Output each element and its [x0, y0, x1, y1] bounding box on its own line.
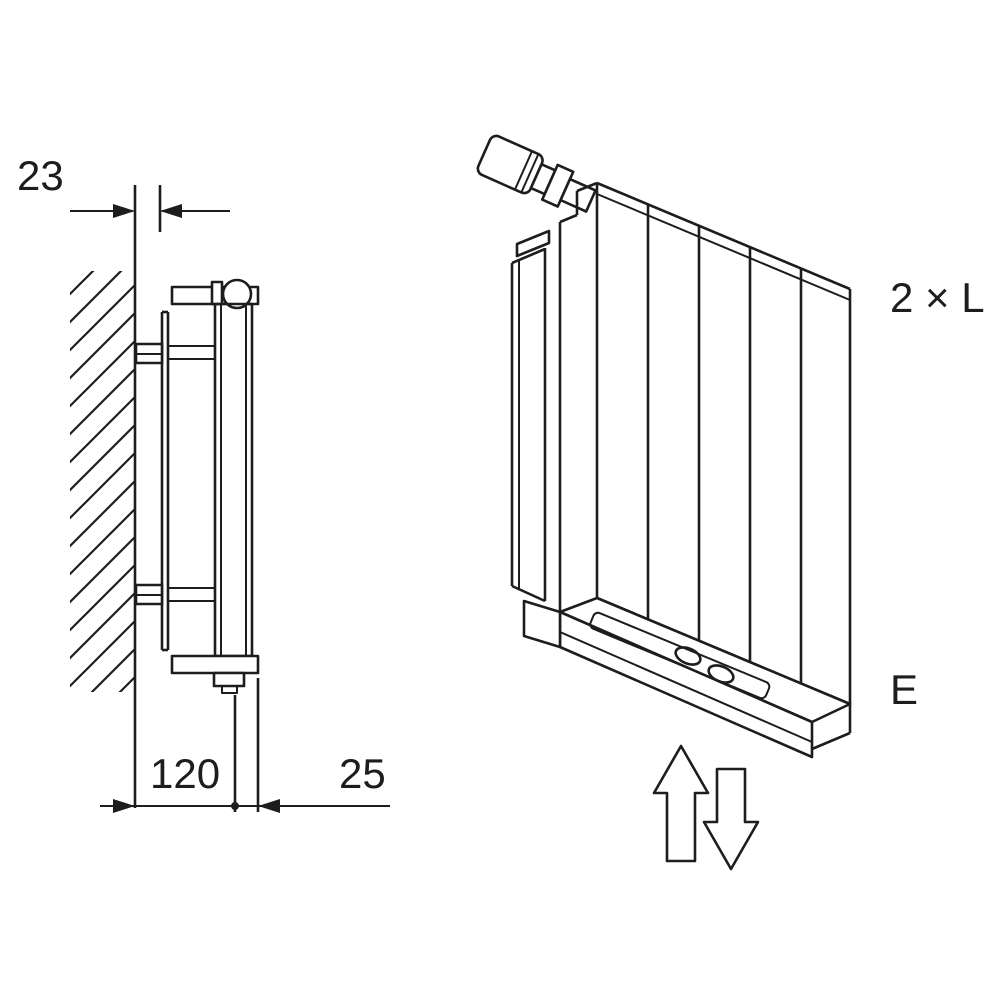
- drain-nub: [221, 685, 238, 694]
- collector-column: [510, 229, 551, 603]
- label-length: 2 × L: [890, 274, 985, 321]
- lower-bracket-arm: [167, 587, 216, 602]
- bottom-foot: [212, 671, 246, 688]
- dim-25-label: 25: [339, 750, 386, 797]
- bottom-header-bar: [170, 654, 260, 675]
- arrow-down-outline: [702, 767, 760, 871]
- arrowhead-right: [113, 799, 135, 813]
- dim-120-label: 120: [150, 750, 220, 797]
- center-mark-dot: [231, 802, 239, 810]
- valve-knob-side: [221, 278, 253, 310]
- arrowhead-right: [113, 204, 135, 218]
- column-top-cap: [515, 229, 551, 258]
- label-e: E: [890, 666, 918, 713]
- arrow-up-outline: [652, 744, 710, 863]
- dim-23-label: 23: [17, 152, 64, 199]
- mounting-rail: [134, 310, 216, 652]
- valve-stem: [210, 280, 224, 306]
- body-left-edge: [558, 181, 598, 612]
- flow-arrows: [652, 744, 760, 871]
- side-view: 23: [17, 152, 390, 813]
- arrowhead-left: [160, 204, 182, 218]
- upper-bracket-arm: [167, 345, 216, 360]
- footer-left-end: [522, 599, 562, 649]
- connection-hole-2: [707, 664, 735, 684]
- arrowhead-left: [258, 799, 280, 813]
- isometric-view: 2 × L E: [476, 134, 985, 871]
- connection-channel: [589, 611, 771, 700]
- radiator-side-profile: [170, 278, 260, 694]
- connection-hole-1: [674, 646, 702, 666]
- bottom-footer: [522, 596, 852, 759]
- valve-assembly: [476, 134, 597, 213]
- dimension-23: 23: [17, 152, 230, 218]
- wall-hatching: [70, 271, 134, 692]
- dimension-120-25: 120 25: [100, 678, 390, 813]
